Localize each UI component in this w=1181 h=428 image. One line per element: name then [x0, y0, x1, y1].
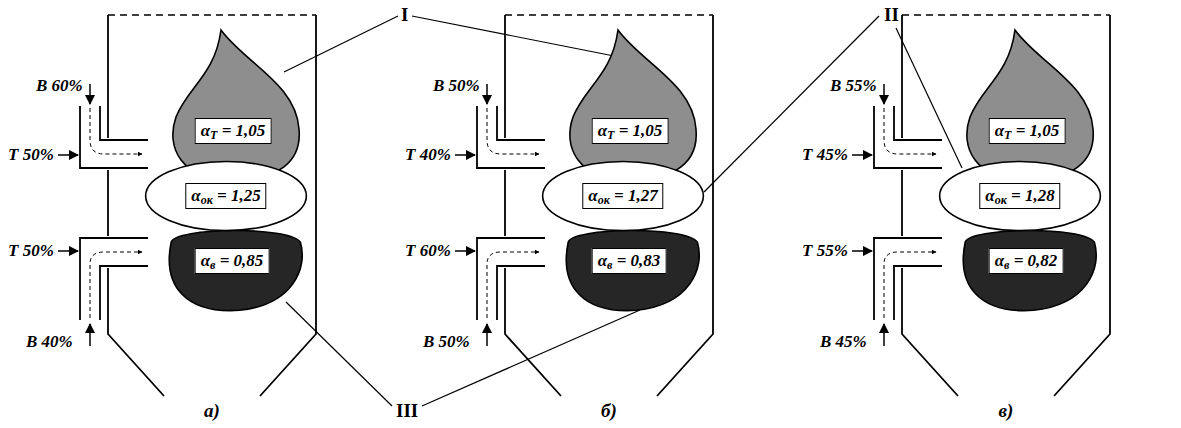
flame-zone-shape: [158, 30, 308, 180]
flow-label: Т 55%: [802, 241, 848, 261]
furnace: б) αТ = 1,05 αок = 1,27 αв = 0,83: [505, 12, 713, 424]
leader-lines: [284, 16, 962, 406]
flow-label: В 45%: [820, 332, 867, 352]
flame-zone-shape: [555, 30, 705, 180]
leader-line: [284, 16, 398, 72]
furnace: а) αТ = 1,05 αок = 1,25 αв = 0,85: [108, 12, 316, 424]
leader-line: [286, 302, 392, 406]
flow-label: В 50%: [423, 332, 470, 352]
callout-number: III: [396, 400, 418, 422]
flow-label: Т 50%: [8, 145, 54, 165]
flow-label: В 40%: [26, 332, 73, 352]
coefficient-box: αв = 0,85: [195, 248, 270, 274]
coefficient-box: αТ = 1,05: [592, 118, 669, 144]
burner-pair: [852, 84, 942, 346]
flow-label: Т 60%: [405, 241, 451, 261]
coefficient-box: αТ = 1,05: [195, 118, 272, 144]
flame-zone: αТ = 1,05: [158, 30, 308, 180]
reducing-zone: αв = 0,85: [156, 222, 308, 314]
flame-zone: αТ = 1,05: [555, 30, 705, 180]
coefficient-box: αв = 0,83: [592, 248, 667, 274]
burner-pair: [455, 84, 545, 346]
leader-line: [704, 16, 879, 192]
panel-caption: б): [505, 400, 713, 422]
flame-zone-shape: [952, 30, 1102, 180]
coefficient-box: αок = 1,28: [979, 183, 1060, 209]
leader-line: [422, 310, 640, 406]
callout-number: II: [884, 4, 899, 26]
flow-label: Т 40%: [405, 145, 451, 165]
coefficient-box: αок = 1,27: [582, 183, 663, 209]
burner-pair: [58, 84, 148, 346]
flow-label: Т 45%: [802, 145, 848, 165]
leader-line: [896, 28, 962, 168]
oxidizing-zone: αок = 1,27: [541, 160, 705, 232]
coefficient-box: αТ = 1,05: [989, 118, 1066, 144]
coefficient-box: αв = 0,82: [989, 248, 1064, 274]
flow-label: Т 50%: [8, 241, 54, 261]
callout-number: I: [401, 4, 408, 26]
flame-zone: αТ = 1,05: [952, 30, 1102, 180]
oxidizing-zone: αок = 1,28: [938, 160, 1102, 232]
flow-label: В 55%: [830, 76, 877, 96]
coefficient-box: αок = 1,25: [185, 183, 266, 209]
flow-label: В 50%: [433, 76, 480, 96]
furnace: в) αТ = 1,05 αок = 1,28 αв = 0,82: [902, 12, 1110, 424]
reducing-zone: αв = 0,83: [553, 222, 705, 314]
oxidizing-zone: αок = 1,25: [144, 160, 308, 232]
panel-caption: в): [902, 400, 1110, 422]
flow-label: В 60%: [36, 76, 83, 96]
reducing-zone: αв = 0,82: [950, 222, 1102, 314]
panel-caption: а): [108, 400, 316, 422]
leader-line: [412, 16, 614, 56]
